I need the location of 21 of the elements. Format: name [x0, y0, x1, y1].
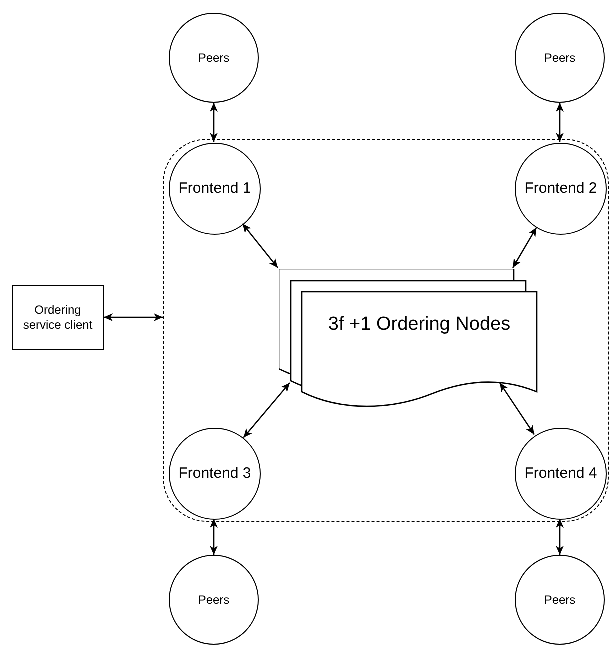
arrow: [210, 519, 218, 555]
arrow: [499, 382, 536, 436]
node-label: Frontend 1: [178, 180, 252, 198]
node-label: Peers: [544, 50, 576, 66]
arrow: [210, 103, 218, 142]
arrow: [556, 519, 564, 555]
node-label: Frontend 3: [178, 465, 252, 483]
node-label: Peers: [198, 592, 230, 608]
arrow: [104, 314, 163, 322]
arrow: [556, 103, 564, 142]
node-label: Frontend 4: [524, 465, 598, 483]
node-label: Peers: [198, 50, 230, 66]
dashed-boundary: [163, 139, 609, 522]
node-label: Frontend 2: [524, 180, 598, 198]
arrow: [242, 224, 278, 268]
client-box: [12, 285, 104, 350]
node-label: Ordering service client: [22, 303, 94, 332]
node-label: Peers: [544, 592, 576, 608]
node-label: 3f +1 Ordering Nodes: [327, 314, 512, 337]
arrow: [512, 227, 538, 268]
arrow: [243, 382, 290, 438]
